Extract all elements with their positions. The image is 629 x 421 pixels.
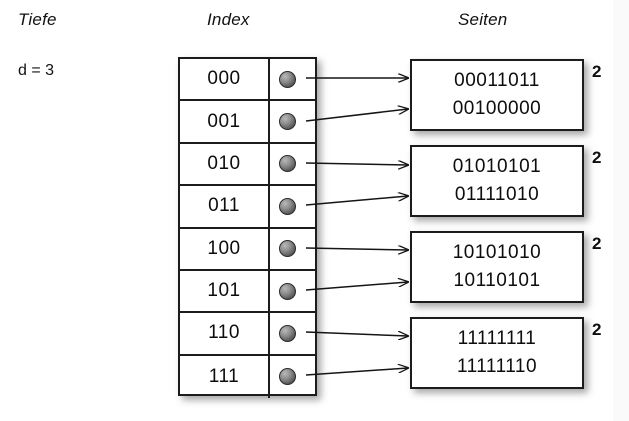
- directory-row[interactable]: 010: [180, 143, 315, 187]
- directory-key: 001: [180, 101, 270, 142]
- bullet-icon: [279, 70, 296, 88]
- directory-row[interactable]: 111: [180, 355, 315, 398]
- directory-key: 000: [180, 59, 270, 100]
- global-depth-label: d = 3: [18, 62, 55, 79]
- directory-pointer-cell[interactable]: [270, 313, 315, 353]
- directory-key: 100: [180, 228, 270, 269]
- page-record: 11111111: [457, 328, 537, 350]
- directory-row[interactable]: 100: [180, 228, 315, 271]
- bullet-icon: [279, 368, 296, 386]
- directory-pointer-cell[interactable]: [270, 271, 315, 311]
- page-record: 10110101: [453, 270, 541, 291]
- column-heading-seiten: Seiten: [458, 10, 508, 29]
- directory-pointer-cell[interactable]: [270, 59, 315, 99]
- page-local-depth: 2: [592, 234, 602, 253]
- directory-row[interactable]: 011: [180, 186, 315, 229]
- bullet-icon: [279, 155, 296, 173]
- arrow-010-to-page-2: [305, 163, 408, 165]
- bullet-icon: [279, 282, 296, 300]
- directory-key: 111: [180, 355, 270, 398]
- page-box[interactable]: 00011011 00100000: [410, 59, 584, 131]
- page-local-depth: 2: [592, 320, 602, 339]
- directory-row[interactable]: 101: [180, 270, 315, 314]
- arrow-111-to-page-4: [305, 368, 408, 376]
- directory-key: 101: [180, 270, 270, 312]
- column-heading-tiefe: Tiefe: [18, 10, 57, 29]
- bullet-icon: [279, 113, 296, 131]
- page-box[interactable]: 01010101 01111010: [410, 145, 584, 217]
- directory-key: 010: [180, 143, 270, 185]
- page-record: 01111010: [454, 184, 540, 205]
- page-record: 01010101: [452, 156, 542, 178]
- directory-key: 011: [180, 186, 270, 227]
- arrow-101-to-page-3: [305, 282, 408, 291]
- bullet-icon: [279, 240, 296, 258]
- directory-pointer-cell[interactable]: [270, 186, 315, 226]
- arrow-110-to-page-4: [305, 332, 408, 336]
- bullet-icon: [279, 197, 296, 215]
- directory-row[interactable]: 001: [180, 101, 315, 144]
- page-local-depth: 2: [592, 148, 602, 167]
- page-record: 00100000: [452, 98, 542, 119]
- slide-right-edge: [613, 0, 629, 421]
- arrow-100-to-page-3: [305, 248, 408, 250]
- directory-pointer-cell[interactable]: [270, 101, 315, 141]
- directory-row[interactable]: 110: [180, 313, 315, 356]
- directory-pointer-cell[interactable]: [270, 144, 315, 184]
- page-record: 11111110: [456, 356, 538, 377]
- arrow-011-to-page-2: [305, 196, 408, 206]
- directory-table: 000 001 010 011 100: [178, 57, 317, 398]
- directory-key: 110: [180, 313, 270, 354]
- directory-pointer-cell[interactable]: [270, 229, 315, 269]
- column-heading-index: Index: [207, 10, 250, 29]
- page-record: 00011011: [454, 70, 540, 92]
- page-record: 10101010: [452, 242, 542, 264]
- bullet-icon: [279, 324, 296, 342]
- page-box[interactable]: 10101010 10110101: [410, 231, 584, 303]
- directory-row[interactable]: 000: [180, 59, 315, 102]
- arrow-001-to-page-1: [305, 109, 408, 122]
- directory-pointer-cell[interactable]: [270, 356, 315, 398]
- page-box[interactable]: 11111111 11111110: [410, 317, 584, 389]
- page-local-depth: 2: [592, 62, 602, 81]
